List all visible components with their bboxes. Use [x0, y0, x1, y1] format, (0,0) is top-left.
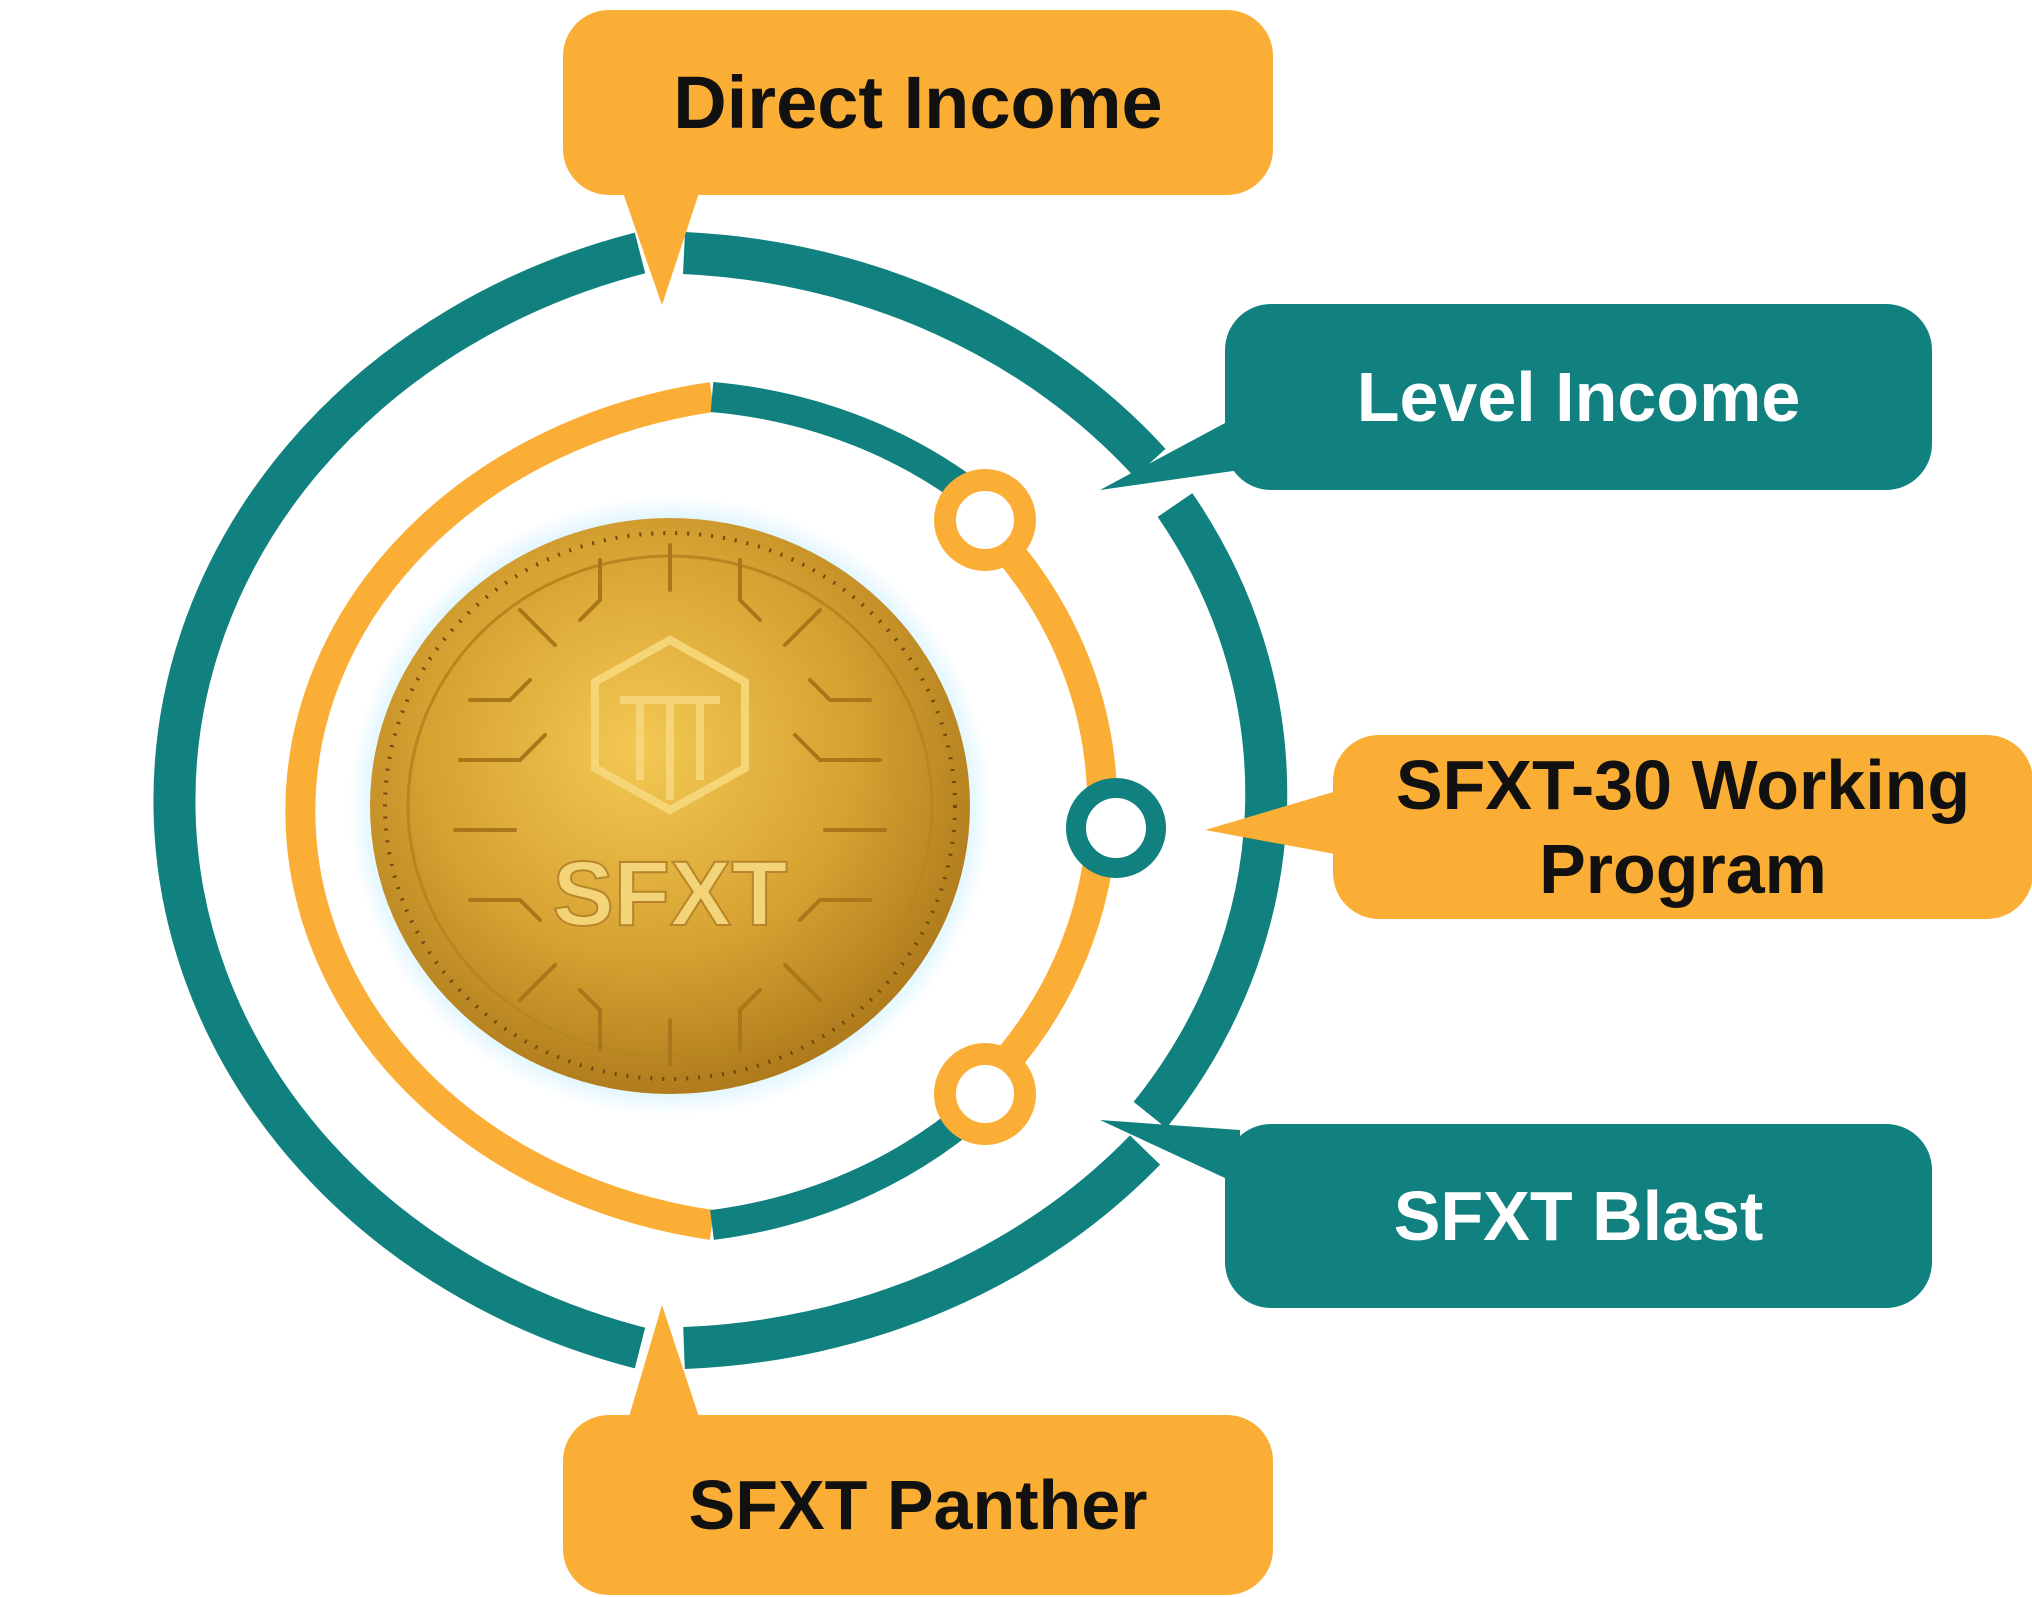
node-marker-bottom	[934, 1043, 1036, 1145]
callout-sfxt30-label: SFXT-30 Working Program	[1395, 746, 1971, 908]
callout-sfxt-panther-label: SFXT Panther	[688, 1466, 1148, 1544]
callout-sfxt30-working-program: SFXT-30 Working Program	[1333, 735, 2032, 919]
node-marker-top	[934, 469, 1036, 571]
outer-ring-top-right-arc	[683, 232, 1166, 478]
outer-ring-left-arc	[153, 232, 646, 1369]
node-marker-middle	[1066, 778, 1166, 878]
callout-sfxt-blast: SFXT Blast	[1225, 1124, 1932, 1308]
sfxt-coin: SFXT	[348, 496, 992, 1116]
pointer-blast	[1100, 1120, 1240, 1185]
pointer-direct	[622, 190, 700, 305]
coin-circuit-pattern	[453, 543, 887, 1067]
coin-logo	[591, 635, 749, 815]
inner-ring-teal-bottom-arc	[710, 1098, 985, 1240]
callout-direct-income-label: Direct Income	[673, 61, 1163, 144]
inner-ring-orange-arc	[285, 382, 715, 1240]
callout-sfxt-panther: SFXT Panther	[563, 1415, 1273, 1595]
outer-ring-right-arc	[1133, 493, 1288, 1129]
callout-level-income-label: Level Income	[1356, 358, 1801, 436]
coin-label: SFXT	[552, 843, 787, 945]
callout-level-income: Level Income	[1225, 304, 1932, 490]
coin-dotted-rim	[383, 531, 957, 1081]
callout-direct-income: Direct Income	[563, 10, 1273, 195]
outer-ring-bottom-right-arc	[683, 1135, 1161, 1369]
pointer-panther	[628, 1305, 700, 1420]
pointer-sfxt30	[1205, 790, 1340, 855]
callout-sfxt-blast-label: SFXT Blast	[1393, 1177, 1764, 1255]
pointer-level	[1100, 415, 1240, 490]
inner-ring-teal-top-arc	[710, 382, 995, 517]
